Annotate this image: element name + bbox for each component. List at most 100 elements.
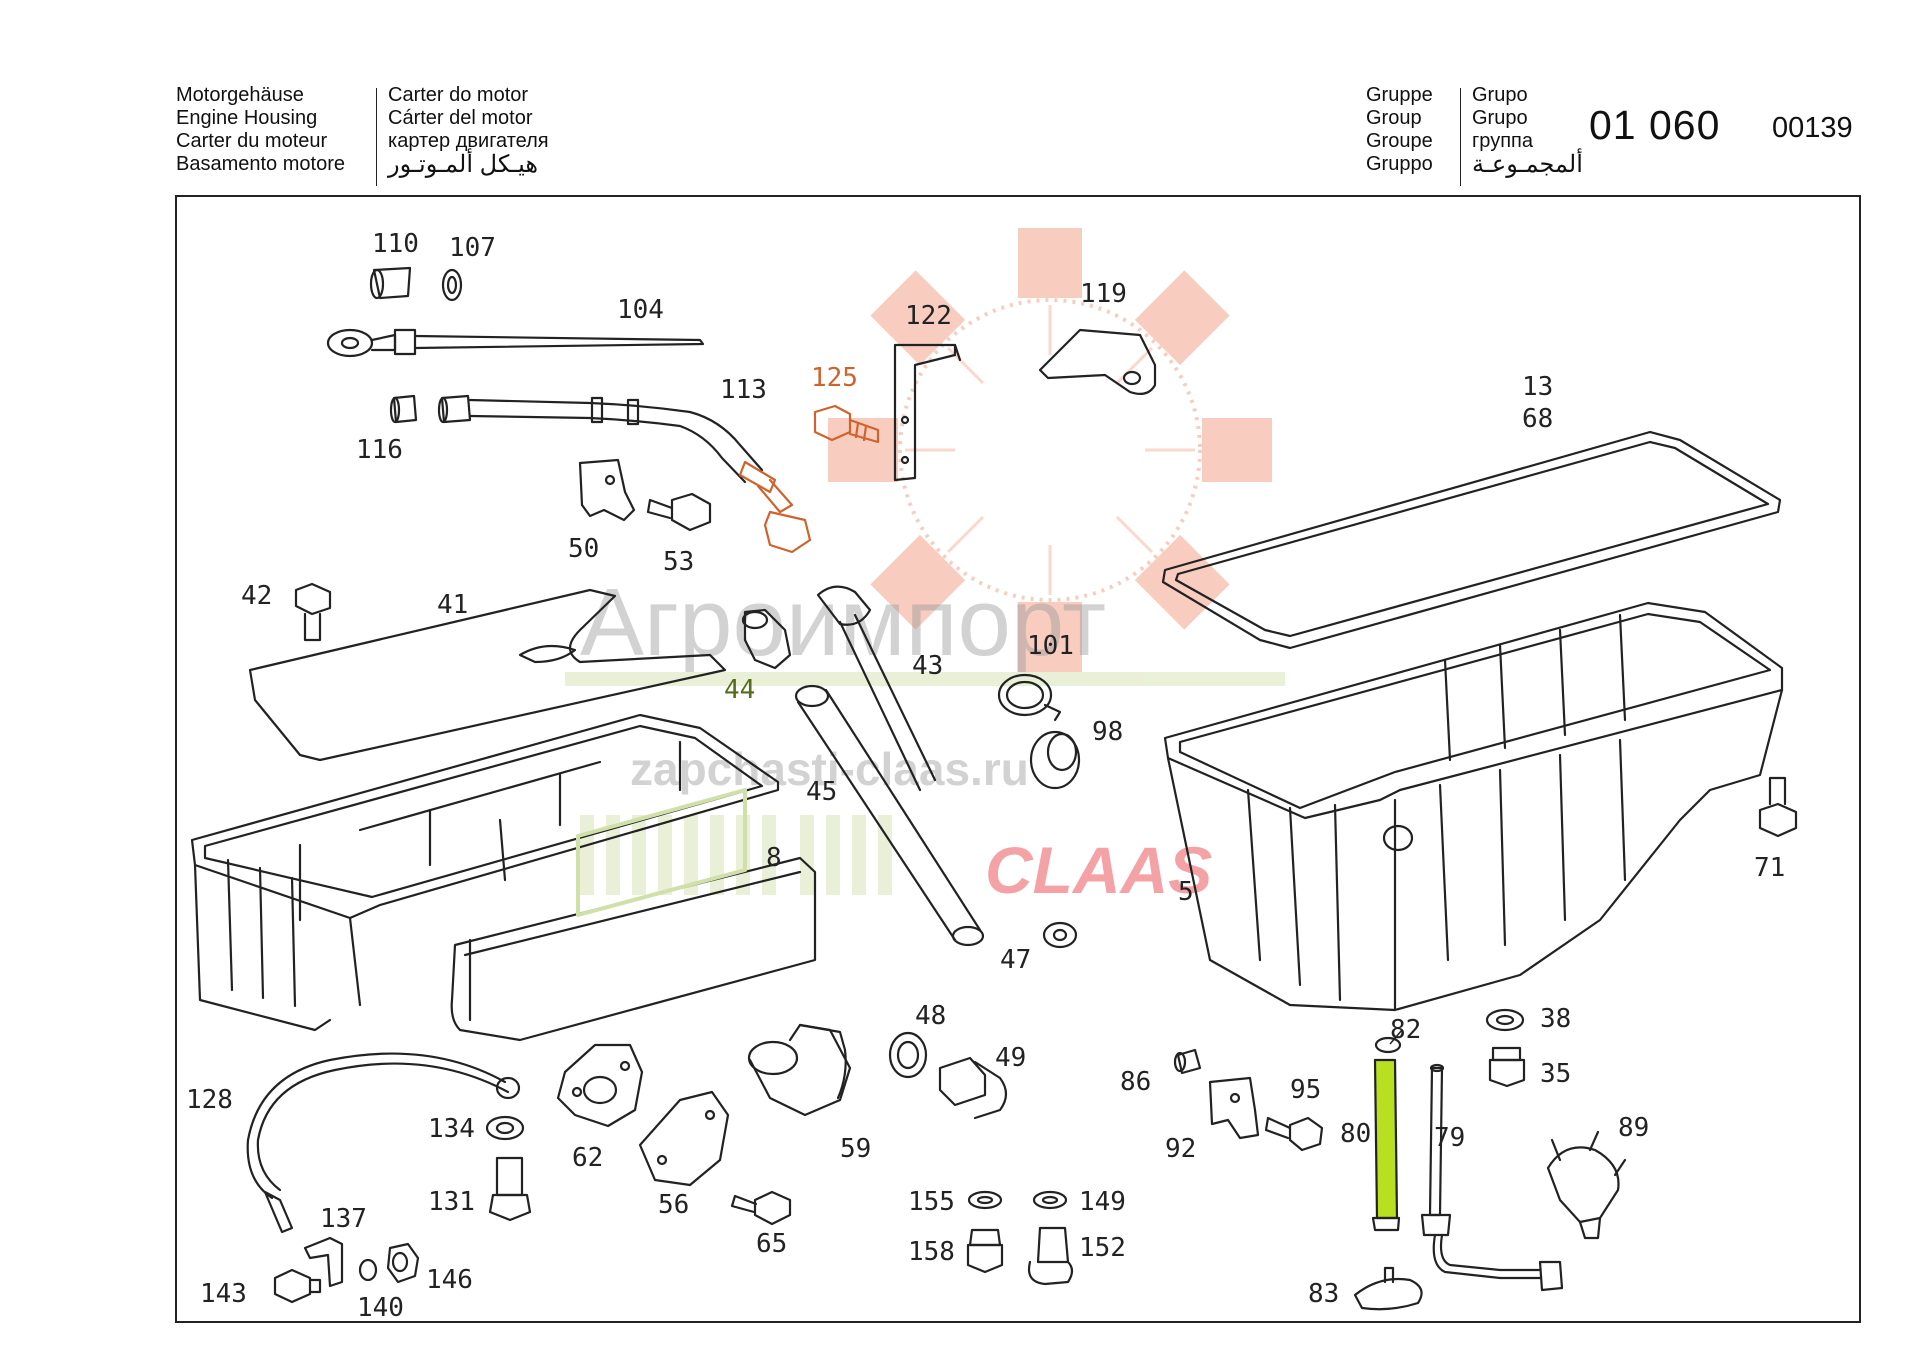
part-41-gasket — [248, 588, 727, 762]
label-89: 89 — [1618, 1113, 1649, 1143]
part-128-sensor-cable — [246, 1052, 521, 1234]
part-5-oil-pan — [1163, 601, 1784, 1012]
part-101-clamp — [997, 673, 1062, 722]
label-41: 41 — [437, 590, 468, 620]
part-13-68-oil-pan-gasket — [1161, 430, 1782, 650]
part-95-bolt — [1264, 1116, 1324, 1152]
part-labels: 110 107 104 122 119 113 125 116 13 68 50… — [186, 229, 1785, 1323]
part-82-seal-ring — [1374, 1036, 1402, 1054]
title-block-left: Motorgehäuse Engine Housing Carter du mo… — [176, 84, 345, 176]
part-137-bracket — [303, 1236, 344, 1288]
part-125-bolt — [813, 404, 880, 444]
part-48-seal — [888, 1031, 928, 1079]
label-53: 53 — [663, 547, 694, 577]
label-146: 146 — [426, 1265, 473, 1295]
group-pt: Grupo — [1472, 84, 1528, 106]
group-en: Group — [1366, 107, 1422, 129]
label-86: 86 — [1120, 1067, 1151, 1097]
part-42-bolt — [294, 582, 332, 642]
label-59: 59 — [840, 1134, 871, 1164]
label-48: 48 — [915, 1001, 946, 1031]
group-es: Grupo — [1472, 107, 1528, 129]
group-ru: группа — [1472, 130, 1533, 152]
label-79: 79 — [1434, 1123, 1465, 1153]
part-107-washer — [441, 268, 463, 302]
label-113: 113 — [720, 375, 767, 405]
part-62-cover — [556, 1043, 644, 1128]
title-it: Basamento motore — [176, 153, 345, 175]
title-pt: Carter do motor — [388, 84, 529, 106]
part-134-washer — [485, 1115, 525, 1141]
leader-82 — [1389, 1029, 1403, 1045]
part-80-guide-tube — [1371, 1058, 1401, 1232]
label-101: 101 — [1027, 631, 1074, 661]
title-fr: Carter du moteur — [176, 130, 328, 152]
part-65-bolt — [730, 1190, 792, 1226]
group-it: Gruppo — [1366, 153, 1433, 175]
part-49-drain-plug — [938, 1056, 1008, 1120]
label-155: 155 — [908, 1187, 955, 1217]
part-149-washer — [1032, 1190, 1068, 1210]
label-62: 62 — [572, 1143, 603, 1173]
page-code: 00139 — [1772, 112, 1853, 144]
label-42: 42 — [241, 581, 272, 611]
label-152: 152 — [1079, 1233, 1126, 1263]
label-45: 45 — [806, 777, 837, 807]
gear-watermark — [828, 228, 1272, 672]
part-71-bolt — [1758, 776, 1798, 838]
label-44: 44 — [724, 675, 755, 705]
label-107: 107 — [449, 233, 496, 263]
part-155-washer — [967, 1190, 1003, 1210]
part-146-nut — [386, 1242, 420, 1284]
label-35: 35 — [1540, 1059, 1571, 1089]
label-47: 47 — [1000, 945, 1031, 975]
label-68: 68 — [1522, 404, 1553, 434]
label-131: 131 — [428, 1187, 475, 1217]
part-119-bracket — [1038, 328, 1157, 395]
label-82: 82 — [1390, 1015, 1421, 1045]
part-59-housing — [747, 1023, 852, 1117]
label-71: 71 — [1754, 853, 1785, 883]
label-122: 122 — [905, 301, 952, 331]
title-es: Cárter del motor — [388, 107, 533, 129]
part-53-bolt — [646, 492, 712, 532]
title-ar: هيـكل ألمـوتـور — [388, 151, 539, 178]
part-140-washer — [358, 1258, 378, 1282]
group-fr: Groupe — [1366, 130, 1433, 152]
header-divider-left — [376, 88, 377, 186]
part-122-bracket — [893, 343, 962, 482]
label-13: 13 — [1522, 372, 1553, 402]
group-block-right: Grupo Grupo группа ألمجمـوعـة — [1472, 84, 1583, 178]
group-block-left: Gruppe Group Groupe Gruppo — [1366, 84, 1433, 176]
label-65: 65 — [756, 1229, 787, 1259]
part-131-banjo-bolt — [488, 1156, 532, 1222]
label-128: 128 — [186, 1085, 233, 1115]
label-38: 38 — [1540, 1004, 1571, 1034]
label-143: 143 — [200, 1279, 247, 1309]
label-8: 8 — [766, 843, 782, 873]
part-83-cover — [1353, 1266, 1423, 1311]
label-137: 137 — [320, 1204, 367, 1234]
label-83: 83 — [1308, 1279, 1339, 1309]
label-116: 116 — [356, 435, 403, 465]
label-49: 49 — [995, 1043, 1026, 1073]
part-113-fitting-highlight — [738, 460, 812, 554]
part-47-washer — [1042, 921, 1078, 949]
part-110-plug — [369, 266, 412, 300]
header-divider-right — [1460, 88, 1461, 186]
part-92-clip — [1208, 1076, 1260, 1140]
label-119: 119 — [1080, 279, 1127, 309]
part-89-clamp — [1546, 1130, 1627, 1240]
group-number: 01 060 — [1589, 102, 1721, 148]
part-98-grommet — [1029, 730, 1081, 790]
group-ar: ألمجمـوعـة — [1472, 151, 1583, 178]
label-158: 158 — [908, 1237, 955, 1267]
part-43-pipe — [816, 585, 937, 792]
group-de: Gruppe — [1366, 84, 1433, 106]
label-134: 134 — [428, 1114, 475, 1144]
part-113-guide-tube — [437, 394, 764, 484]
label-43: 43 — [912, 651, 943, 681]
part-79-level-sensor — [1420, 1063, 1564, 1292]
part-8-baffle-highlight — [576, 788, 747, 917]
title-de: Motorgehäuse — [176, 84, 304, 106]
